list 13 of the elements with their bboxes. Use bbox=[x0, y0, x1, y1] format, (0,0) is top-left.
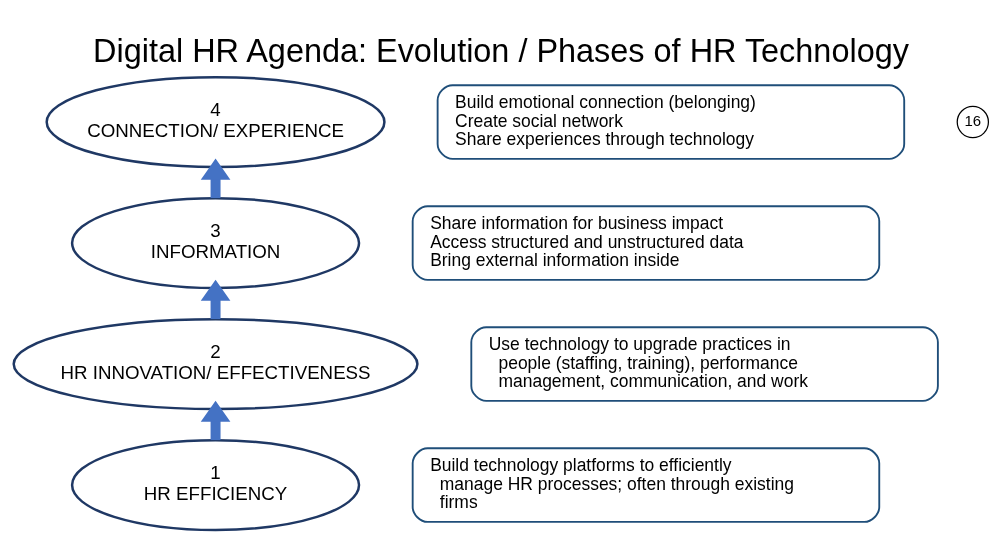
diagram-title: Digital HR Agenda: Evolution / Phases of HR Technology bbox=[93, 32, 909, 69]
node-ellipse: 2 HR INNOVATION/ EFFECTIVENESS bbox=[12, 317, 419, 410]
node-box: Use technology to upgrade practices in people (staffing, training), performance management, communication, and work bbox=[470, 325, 939, 402]
node-ellipse: 3 INFORMATION bbox=[70, 196, 361, 289]
arrow bbox=[200, 279, 231, 319]
label: 16 bbox=[964, 111, 982, 129]
node-box: Build technology platforms to efficiently manage HR processes; often through existing firms bbox=[411, 446, 881, 523]
node-ellipse: 4 CONNECTION/ EXPERIENCE bbox=[45, 75, 386, 168]
node-box: Build emotional connection (belonging) Create social network Share experiences through technology bbox=[436, 83, 906, 160]
arrow bbox=[200, 400, 231, 440]
node-ellipse: 1 HR EFFICIENCY bbox=[70, 438, 361, 531]
node-box: Share information for business impact Access structured and unstructured data Bring external information inside bbox=[411, 204, 881, 281]
arrow bbox=[200, 158, 231, 198]
